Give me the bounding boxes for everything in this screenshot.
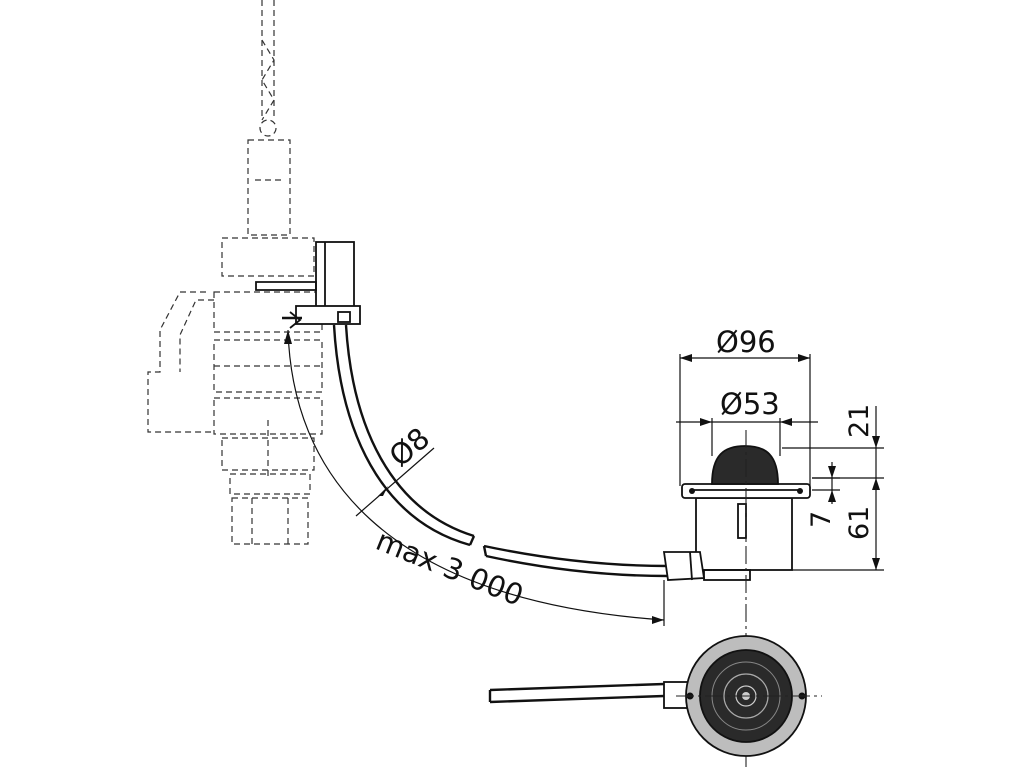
- dimension-height-top: 21: [844, 404, 875, 438]
- dimension-cable-length: max 3 000: [371, 523, 528, 613]
- dimension-inner-diameter: Ø53: [720, 387, 780, 421]
- dimension-outer-diameter: Ø96: [716, 325, 776, 359]
- dimension-height-small: 7: [806, 511, 837, 528]
- dimension-hose-diameter: Ø8: [383, 421, 436, 474]
- pneumatic-actuator: [255, 241, 361, 329]
- air-hose: [332, 324, 669, 578]
- push-button-top-view: [488, 635, 822, 757]
- dimension-lines: [284, 329, 884, 626]
- dimension-height-total: 61: [844, 506, 875, 540]
- fill-valve-outline: [147, 0, 323, 545]
- push-button-side-view: [662, 430, 811, 768]
